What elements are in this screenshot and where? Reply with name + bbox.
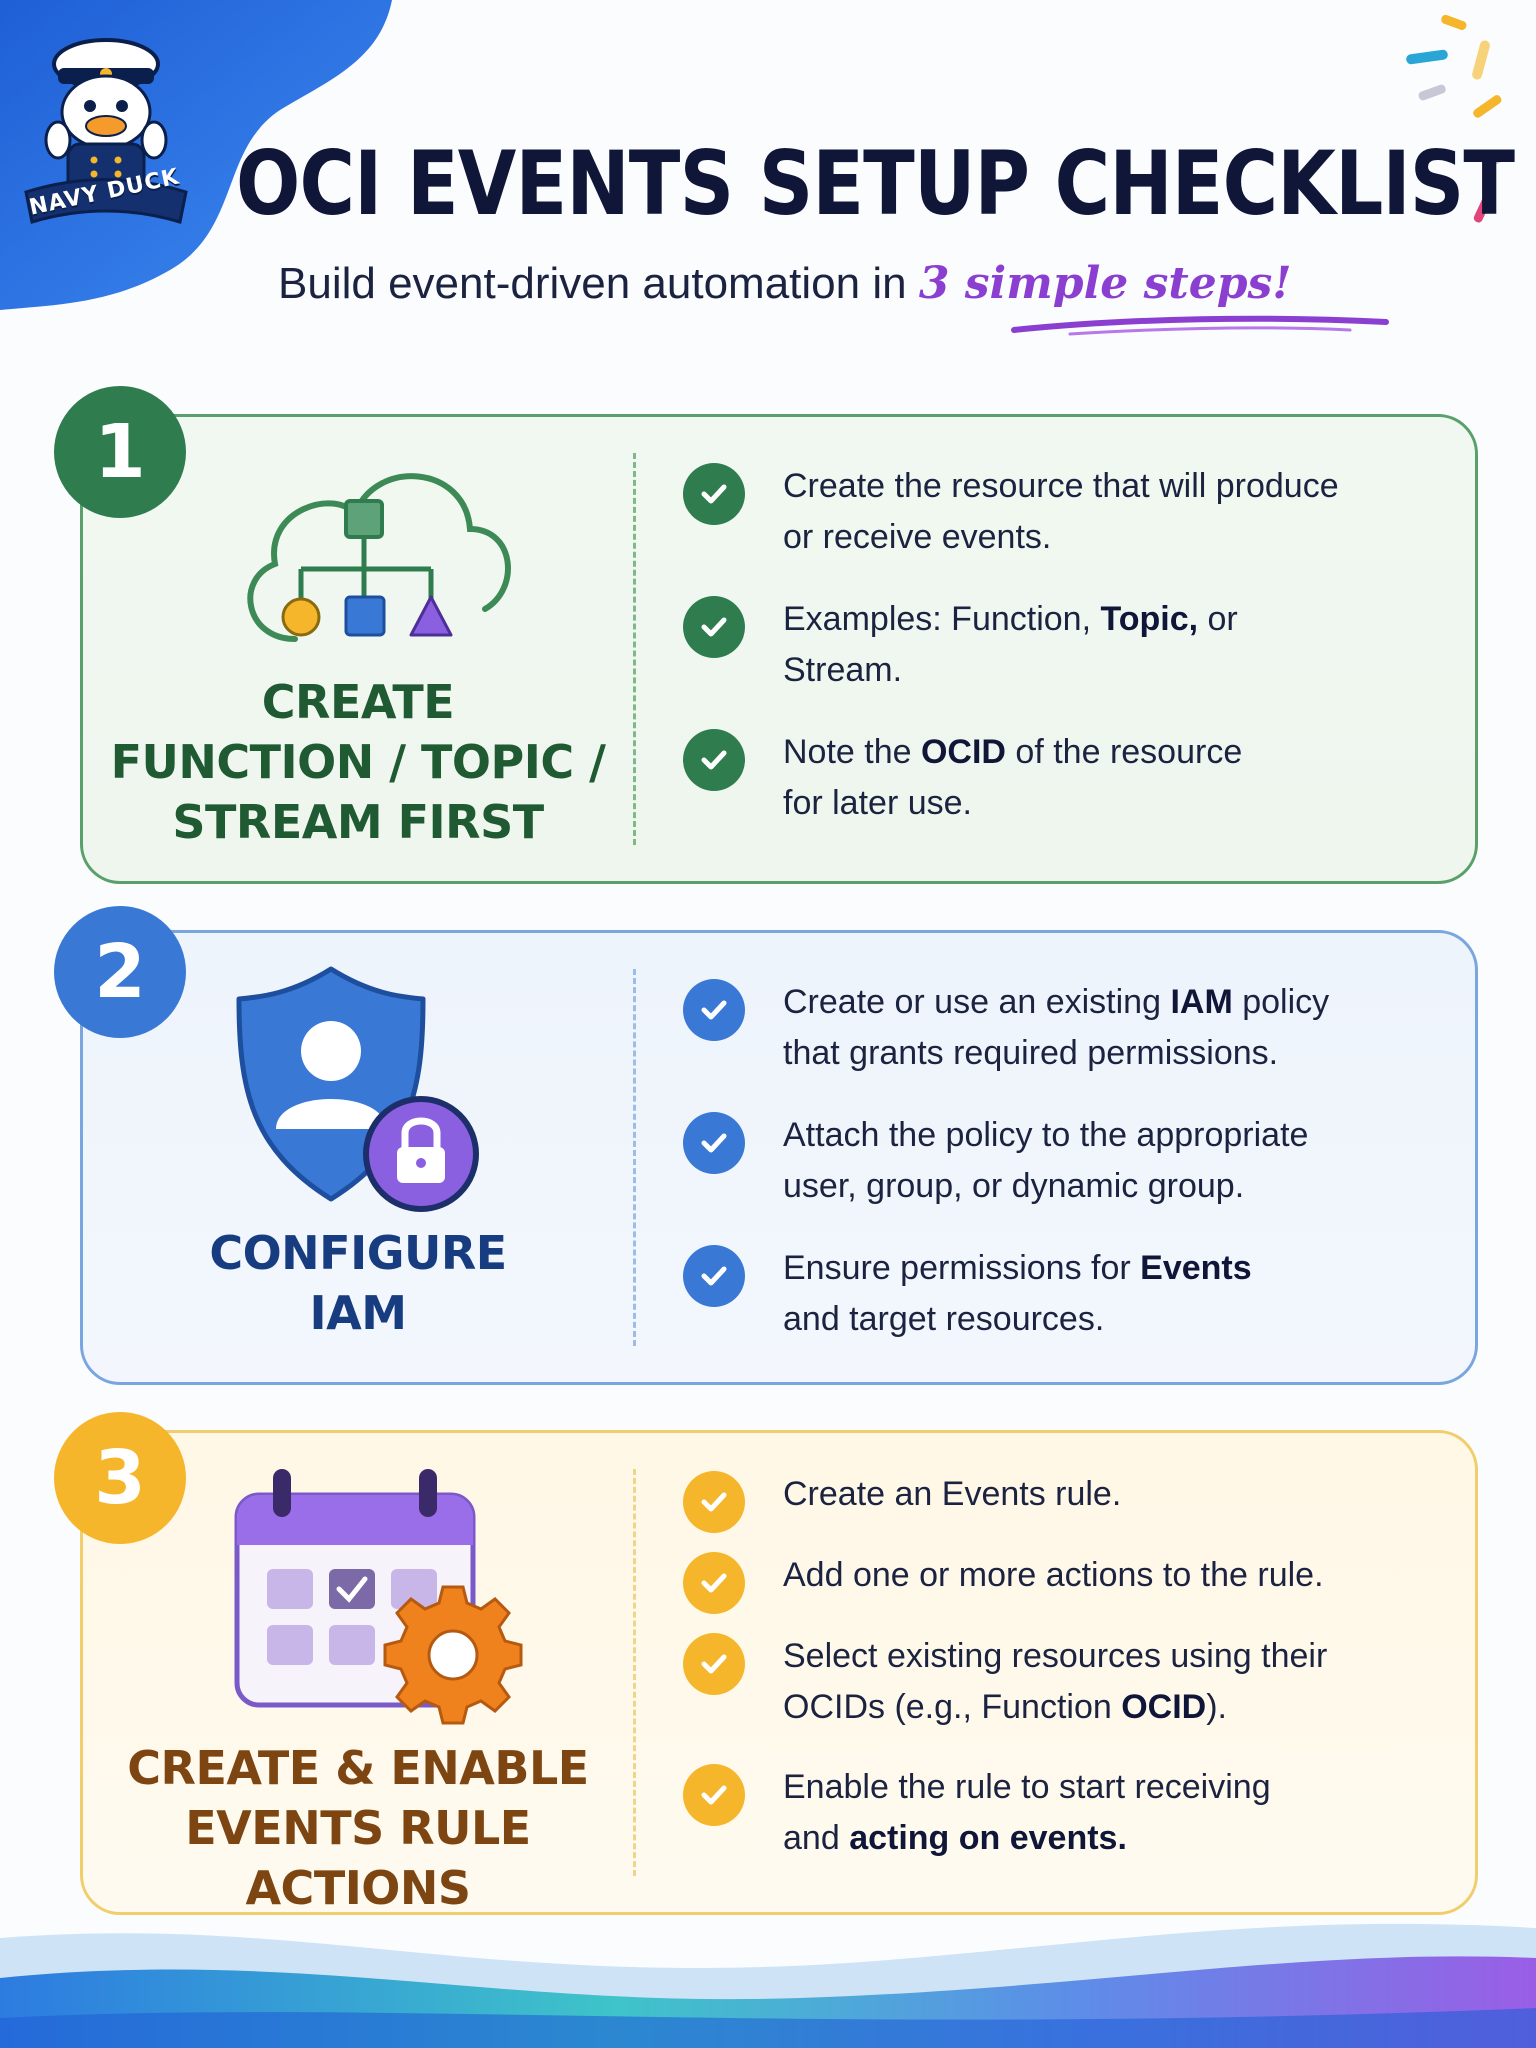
calendar-gear-icon [234, 1469, 523, 1725]
check-icon [683, 1764, 745, 1826]
step-3-number: 3 [54, 1412, 186, 1544]
list-item: Note the OCID of the resource for later … [683, 727, 1435, 829]
list-item: Create the resource that will produce or… [683, 461, 1435, 563]
check-icon [683, 979, 745, 1041]
list-item: Examples: Function, Topic, or Stream. [683, 594, 1435, 696]
list-item: Add one or more actions to the rule. [683, 1550, 1435, 1614]
bottom-waves-decoration [0, 1923, 1536, 2048]
check-icon [683, 729, 745, 791]
sparkles-decoration [1406, 14, 1510, 223]
subtitle-accent: 3 simple steps! [918, 258, 1292, 309]
navy-duck-mascot [24, 38, 188, 224]
subtitle-prefix: Build event-driven automation in [278, 259, 919, 308]
check-icon [683, 1471, 745, 1533]
step-1-checklist: Create the resource that will produce or… [683, 461, 1435, 860]
step-2-checklist: Create or use an existing IAM policy tha… [683, 977, 1435, 1376]
step-3-divider [633, 1469, 636, 1876]
step-1-number: 1 [54, 386, 186, 518]
list-item: Attach the policy to the appropriate use… [683, 1110, 1435, 1212]
cloud-hierarchy-icon [247, 473, 511, 642]
step-1-divider [633, 453, 636, 845]
page-title: OCI EVENTS SETUP CHECKLIST [236, 132, 1515, 235]
shield-user-lock-icon [236, 966, 479, 1212]
step-2-number: 2 [54, 906, 186, 1038]
step-2-card: CONFIGURE IAM Create or use an existing … [80, 930, 1478, 1385]
step-3-checklist: Create an Events rule. Add one or more a… [683, 1469, 1435, 1893]
check-icon [683, 1633, 745, 1695]
check-icon [683, 1112, 745, 1174]
step-3-card: CREATE & ENABLE EVENTS RULE ACTIONS Crea… [80, 1430, 1478, 1915]
check-icon [683, 596, 745, 658]
check-icon [683, 463, 745, 525]
step-1-title: CREATE FUNCTION / TOPIC / STREAM FIRST [110, 675, 606, 849]
list-item: Enable the rule to start receiving and a… [683, 1762, 1435, 1864]
list-item: Create or use an existing IAM policy tha… [683, 977, 1435, 1079]
accent-underline [1011, 315, 1389, 336]
step-2-divider [633, 969, 636, 1346]
step-2-title: CONFIGURE IAM [209, 1226, 507, 1340]
check-icon [683, 1552, 745, 1614]
list-item: Create an Events rule. [683, 1469, 1435, 1533]
list-item: Ensure permissions for Events and target… [683, 1243, 1435, 1345]
step-3-title: CREATE & ENABLE EVENTS RULE ACTIONS [127, 1741, 589, 1915]
check-icon [683, 1245, 745, 1307]
page-subtitle: Build event-driven automation in 3 simpl… [278, 258, 1378, 309]
list-item: Select existing resources using their OC… [683, 1631, 1435, 1733]
step-1-card: CREATE FUNCTION / TOPIC / STREAM FIRST C… [80, 414, 1478, 884]
